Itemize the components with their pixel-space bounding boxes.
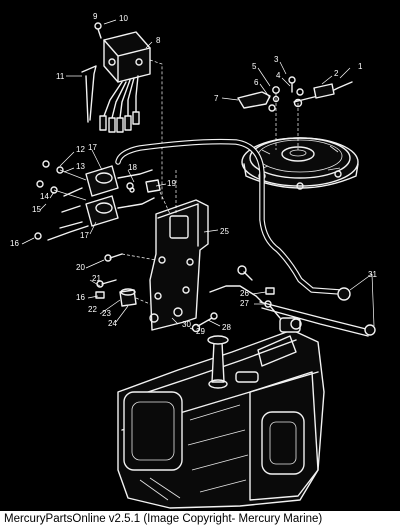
- callout-label: 19: [167, 179, 176, 188]
- callout-label: 26: [240, 289, 249, 298]
- engine-block: [117, 317, 325, 509]
- callout-label: 30: [182, 320, 191, 329]
- callout-label: 11: [56, 72, 65, 81]
- callout-label: 15: [32, 205, 41, 214]
- callout-label: 7: [214, 94, 219, 103]
- callout-label: 18: [128, 163, 137, 172]
- callout-label: 20: [76, 263, 85, 272]
- callout-label: 1: [358, 62, 363, 71]
- callout-label: 31: [368, 270, 377, 279]
- callout-label: 24: [108, 319, 117, 328]
- callout-label: 23: [102, 309, 111, 318]
- callout-label: 28: [222, 323, 231, 332]
- callout-label: 2: [334, 69, 339, 78]
- callout-label: 13: [76, 162, 85, 171]
- callout-label: 3: [274, 55, 279, 64]
- stator-plate: [241, 137, 359, 190]
- callout-label: 10: [119, 14, 128, 23]
- cable-harness: [115, 138, 376, 337]
- switch-box: [81, 22, 163, 200]
- mounting-bracket: [95, 170, 209, 331]
- callout-label: 27: [240, 299, 249, 308]
- callout-label: 16: [76, 293, 85, 302]
- callout-label: 21: [92, 274, 101, 283]
- callout-labels: 1 2 3 4 5 6 7 8 9 10 11 12 13 14 15 16 1…: [10, 12, 377, 336]
- callout-label: 22: [88, 305, 97, 314]
- callout-label: 17: [88, 143, 97, 152]
- footer-text: MercuryPartsOnline v2.5.1 (Image Copyrig…: [4, 513, 323, 525]
- callout-label: 5: [252, 62, 257, 71]
- callout-label: 17: [80, 231, 89, 240]
- callout-label: 29: [196, 327, 205, 336]
- callout-label: 14: [40, 192, 49, 201]
- callout-label: 6: [254, 78, 259, 87]
- callout-leaders: [21, 19, 375, 331]
- copyright-footer: MercuryPartsOnline v2.5.1 (Image Copyrig…: [0, 511, 400, 529]
- callout-label: 25: [220, 227, 229, 236]
- callout-label: 9: [93, 12, 98, 21]
- callout-label: 16: [10, 239, 19, 248]
- trigger-assembly: [237, 76, 353, 150]
- ignition-coils: [34, 160, 155, 241]
- callout-label: 12: [76, 145, 85, 154]
- exploded-parts-diagram: 1 2 3 4 5 6 7 8 9 10 11 12 13 14 15 16 1…: [10, 12, 377, 509]
- callout-label: 4: [276, 71, 281, 80]
- ground-wire: [191, 265, 281, 333]
- callout-label: 8: [156, 36, 161, 45]
